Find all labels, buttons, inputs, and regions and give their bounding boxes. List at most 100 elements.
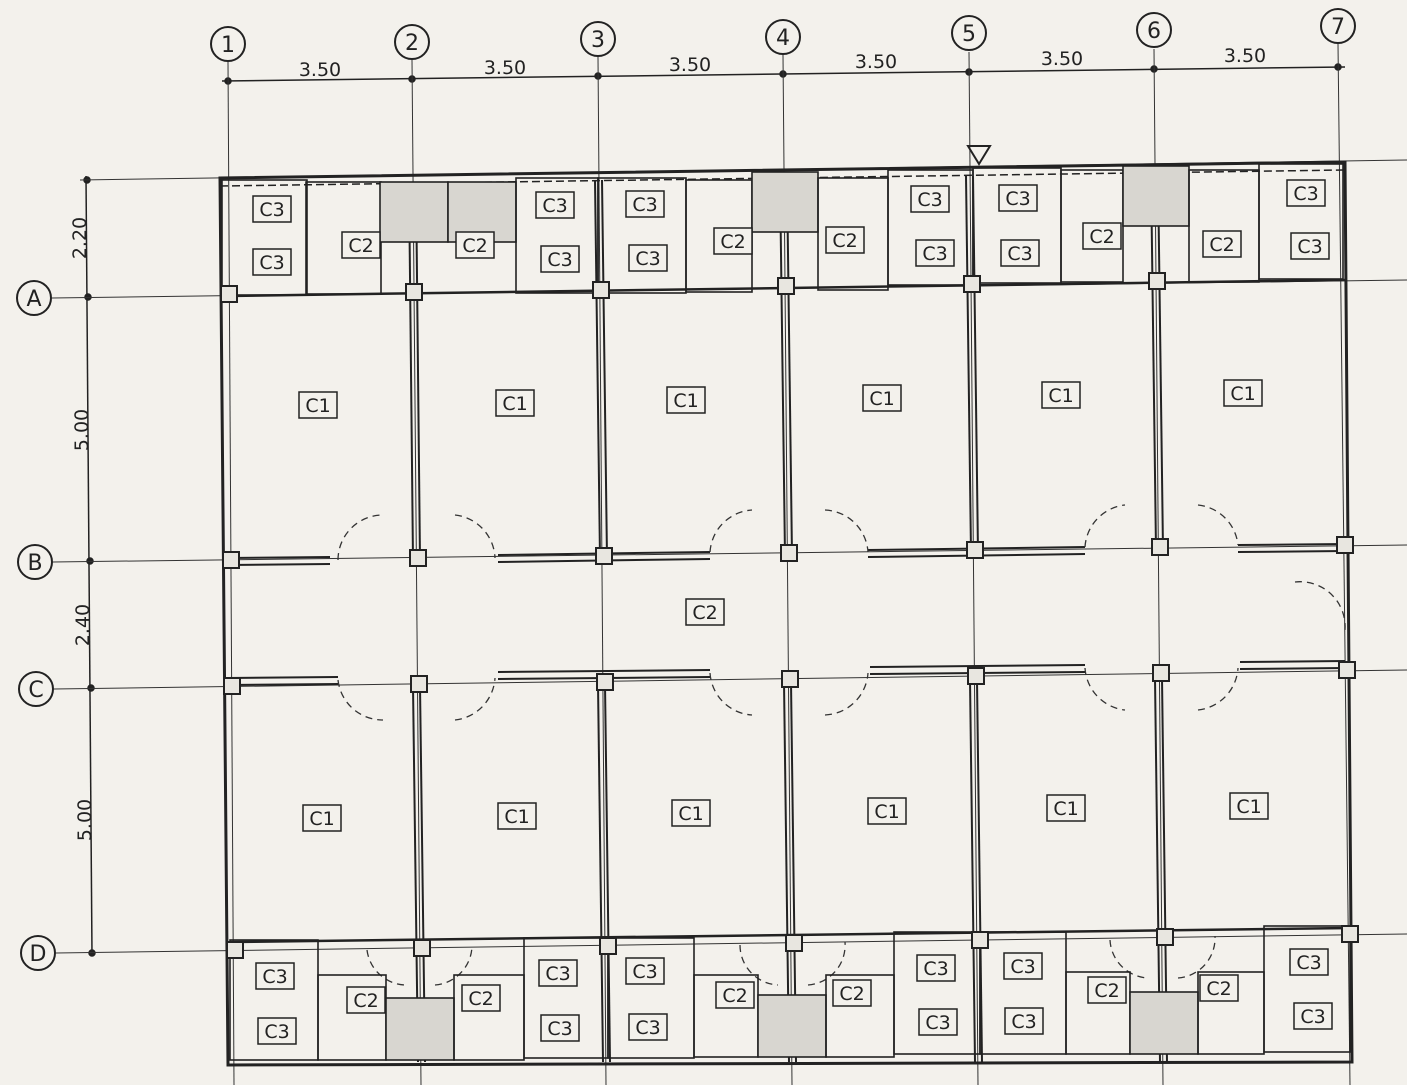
room-label-lower-2: C1 <box>497 802 537 830</box>
left-dim-3: 2.40 <box>72 604 94 646</box>
room-label-bottom-c3-8: C3 <box>1003 952 1043 980</box>
column-bubble-1 <box>210 26 246 62</box>
svg-text:C3: C3 <box>1300 1006 1325 1028</box>
room-label-upper-2: C1 <box>495 389 535 417</box>
room-label-bottom-c3-4: C3 <box>625 957 665 985</box>
service-blocks <box>221 163 1351 1061</box>
svg-text:C3: C3 <box>917 189 942 211</box>
room-label-bottom-c2-6: C2 <box>1199 974 1239 1002</box>
room-label-bottom-c2-5: C2 <box>1087 976 1127 1004</box>
room-label-top-c2-4: C2 <box>825 226 865 254</box>
room-label-top-c2-3: C2 <box>713 227 753 255</box>
row-bubble-D <box>20 935 56 971</box>
room-label-bottom-c3-12: C3 <box>1293 1002 1333 1030</box>
room-label-top-c2-5: C2 <box>1082 222 1122 250</box>
svg-text:C2: C2 <box>692 602 717 624</box>
room-label-bottom-c3-9: C3 <box>918 1008 958 1036</box>
room-label-top-c2-1: C2 <box>341 231 381 259</box>
column-bubble-4 <box>765 19 801 55</box>
svg-text:C1: C1 <box>869 388 894 410</box>
room-label-top-c3-2: C3 <box>252 248 292 276</box>
room-label-bottom-c3-6: C3 <box>628 1013 668 1041</box>
column-label-7: 7 <box>1331 15 1345 40</box>
top-dim-1: 3.50 <box>299 59 341 81</box>
top-dim-3: 3.50 <box>669 54 711 76</box>
svg-text:C2: C2 <box>720 231 745 253</box>
room-label-bottom-c3-3: C3 <box>538 959 578 987</box>
svg-text:C1: C1 <box>1053 798 1078 820</box>
svg-text:C3: C3 <box>1296 952 1321 974</box>
section-marker-icon <box>966 145 992 166</box>
room-label-top-c3-8: C3 <box>998 184 1038 212</box>
left-dim-1: 2.20 <box>69 217 91 259</box>
room-label-bottom-c3-2: C3 <box>257 1017 297 1045</box>
column-label-5: 5 <box>962 22 976 47</box>
left-dim-2: 5.00 <box>71 409 93 451</box>
row-bubble-B <box>17 544 53 580</box>
svg-text:C3: C3 <box>632 961 657 983</box>
top-dim-2: 3.50 <box>484 57 526 79</box>
svg-text:C2: C2 <box>462 235 487 257</box>
svg-text:C1: C1 <box>673 390 698 412</box>
top-dim-6: 3.50 <box>1224 45 1266 67</box>
room-label-bottom-c2-4: C2 <box>832 979 872 1007</box>
svg-text:C1: C1 <box>678 803 703 825</box>
party-walls <box>408 172 1168 1063</box>
room-label-bottom-c3-7: C3 <box>916 954 956 982</box>
svg-text:C3: C3 <box>923 958 948 980</box>
row-label-D: D <box>30 942 47 967</box>
row-label-B: B <box>27 551 42 576</box>
left-dimension-line <box>83 175 96 957</box>
top-dimension-labels: 3.50 3.50 3.50 3.50 3.50 3.50 <box>299 45 1266 81</box>
room-label-lower-4: C1 <box>867 797 907 825</box>
svg-text:C2: C2 <box>468 988 493 1010</box>
column-bubble-6 <box>1136 12 1172 48</box>
row-bubble-C <box>18 671 54 707</box>
row-label-A: A <box>26 287 41 312</box>
svg-text:C3: C3 <box>925 1012 950 1034</box>
svg-text:C2: C2 <box>1209 234 1234 256</box>
left-dim-4: 5.00 <box>74 799 96 841</box>
svg-text:C3: C3 <box>259 199 284 221</box>
row-bubble-A <box>16 280 52 316</box>
column-label-3: 3 <box>591 28 605 53</box>
svg-text:C2: C2 <box>348 235 373 257</box>
svg-text:C3: C3 <box>635 1017 660 1039</box>
row-bubbles: A B C D <box>16 280 56 971</box>
svg-text:C2: C2 <box>722 985 747 1007</box>
column-bubble-2 <box>394 24 430 60</box>
svg-text:C3: C3 <box>635 248 660 270</box>
room-label-top-c3-11: C3 <box>1286 179 1326 207</box>
door-swings <box>337 504 1346 986</box>
structural-columns <box>220 272 1359 959</box>
top-dim-4: 3.50 <box>855 51 897 73</box>
svg-text:C3: C3 <box>545 963 570 985</box>
column-bubble-7 <box>1320 8 1356 44</box>
svg-text:C2: C2 <box>1089 226 1114 248</box>
room-label-bottom-c3-5: C3 <box>540 1014 580 1042</box>
column-bubble-3 <box>580 21 616 57</box>
room-label-top-c3-7: C3 <box>910 185 950 213</box>
room-label-upper-3: C1 <box>666 386 706 414</box>
room-label-top-c3-12: C3 <box>1290 232 1330 260</box>
left-dimension-labels: 2.20 5.00 2.40 5.00 <box>69 217 96 841</box>
row-label-C: C <box>28 678 43 703</box>
column-bubble-5 <box>951 15 987 51</box>
room-label-top-c3-4: C3 <box>625 190 665 218</box>
svg-text:C2: C2 <box>1206 978 1231 1000</box>
svg-text:C3: C3 <box>259 252 284 274</box>
svg-text:C1: C1 <box>504 806 529 828</box>
room-label-corridor: C2 <box>685 598 725 626</box>
svg-text:C2: C2 <box>839 983 864 1005</box>
svg-text:C3: C3 <box>262 966 287 988</box>
room-label-bottom-c3-10: C3 <box>1004 1007 1044 1035</box>
svg-text:C3: C3 <box>547 249 572 271</box>
room-label-upper-5: C1 <box>1041 381 1081 409</box>
column-label-1: 1 <box>221 33 235 58</box>
svg-text:C1: C1 <box>1048 385 1073 407</box>
room-label-top-c3-6: C3 <box>628 244 668 272</box>
room-label-top-c2-6: C2 <box>1202 230 1242 258</box>
room-label-lower-3: C1 <box>671 799 711 827</box>
